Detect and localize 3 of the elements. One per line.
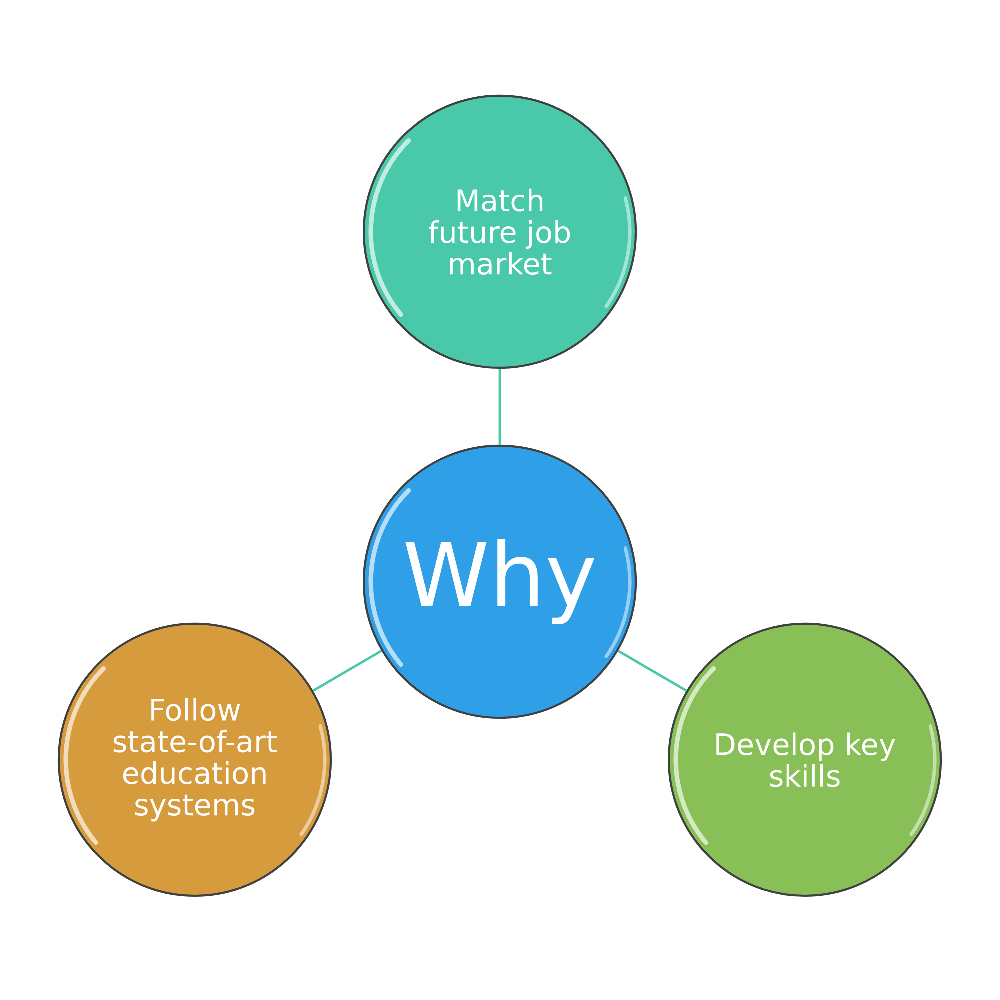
- connector-line: [498, 369, 502, 445]
- connector-line: [618, 650, 688, 692]
- connector-line: [312, 650, 382, 692]
